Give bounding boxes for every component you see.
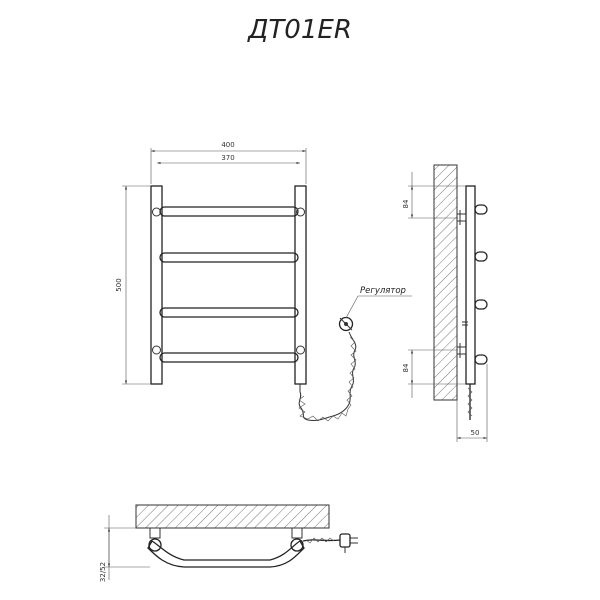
dim-height: 500 <box>115 278 123 291</box>
side-view: 84 84 50 <box>402 164 488 442</box>
rung-4 <box>159 352 299 363</box>
mount-left-top <box>152 207 161 217</box>
mount-right-bottom <box>296 345 305 355</box>
dim-bottom-offset: 84 <box>402 363 410 372</box>
rung-2 <box>159 252 299 263</box>
dim-width-outer: 400 <box>221 141 234 149</box>
dim-width-inner: 370 <box>221 154 234 162</box>
bottom-view: 32/52 <box>99 504 358 582</box>
left-pipe <box>150 185 163 385</box>
wall-section <box>433 164 458 401</box>
side-bracket-bottom <box>456 346 467 355</box>
bottom-rail <box>147 540 305 568</box>
rung-3 <box>159 307 299 318</box>
mount-left-bottom <box>152 345 161 355</box>
side-bracket-top <box>456 213 467 222</box>
power-cable <box>298 331 357 421</box>
bottom-wall-section <box>135 504 330 529</box>
mount-right-top <box>296 207 305 217</box>
side-pipe <box>465 185 476 385</box>
dim-depth: 50 <box>471 429 480 437</box>
drawing-title: ДТ01ER <box>247 15 352 45</box>
plug <box>339 533 351 548</box>
dim-bottom-height: 32/52 <box>99 562 107 582</box>
rung-1 <box>159 206 299 217</box>
dim-top-offset: 84 <box>402 199 410 208</box>
front-view: 400 370 500 Регулятор <box>115 141 412 422</box>
regulator-label: Регулятор <box>360 286 406 296</box>
